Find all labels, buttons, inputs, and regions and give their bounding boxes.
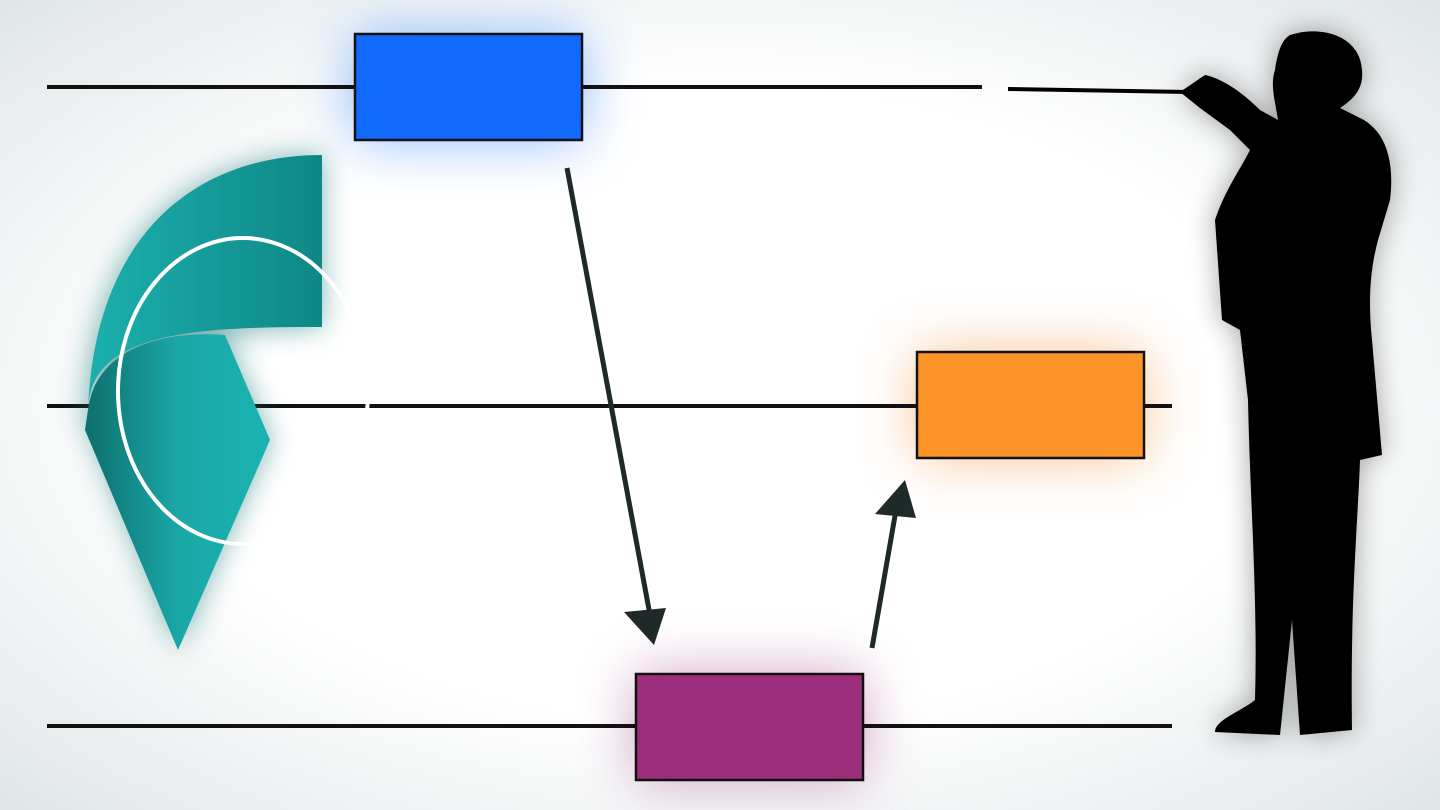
conductor-silhouette-icon (1180, 31, 1392, 735)
logo-ring (116, 236, 370, 546)
arrow-purple-to-orange (869, 480, 916, 649)
arrow-blue-to-purple (564, 167, 666, 645)
box-purple (634, 672, 865, 782)
box-orange (915, 350, 1146, 460)
teal-logo-icon (85, 155, 370, 650)
box-blue (353, 32, 584, 142)
baton (1007, 87, 1191, 94)
